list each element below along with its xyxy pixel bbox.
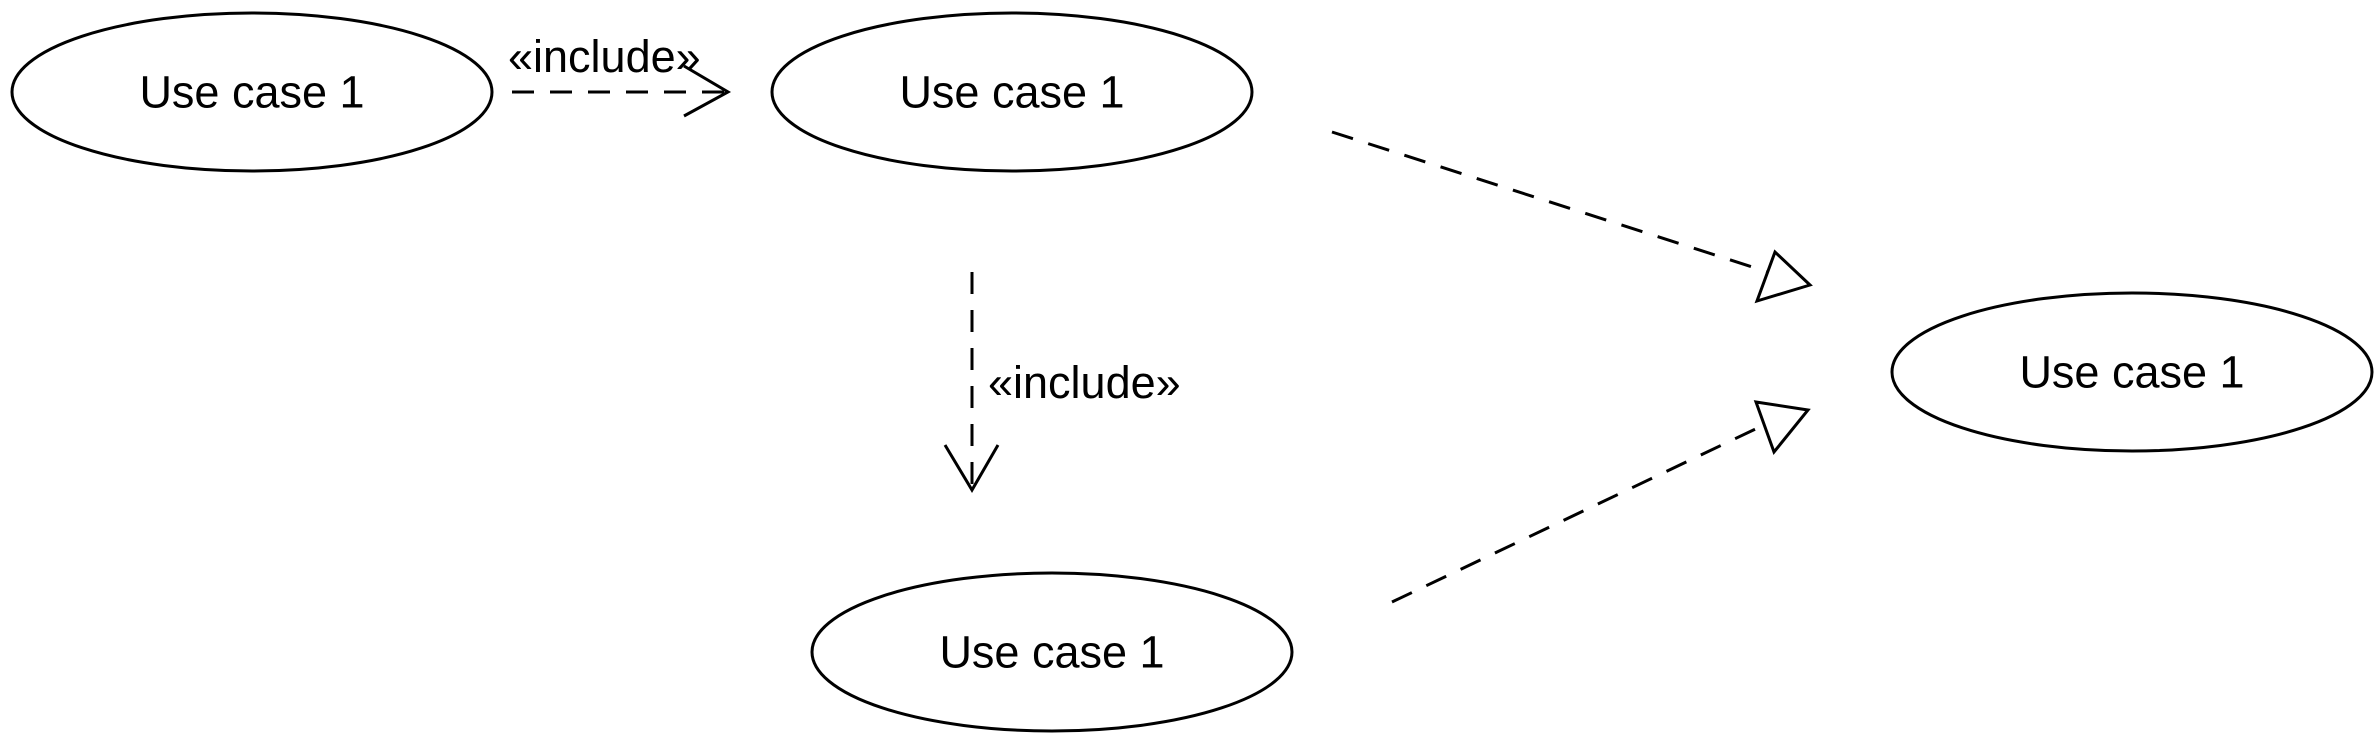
- include-relationship-vertical[interactable]: «include»: [943, 272, 1181, 493]
- generalization-relationship-lower[interactable]: [1391, 400, 1811, 604]
- generalization-triangle-arrowhead: [1753, 400, 1811, 456]
- use-case-right-label: Use case 1: [2019, 347, 2244, 398]
- use-case-top-middle-label: Use case 1: [899, 67, 1124, 118]
- use-case-right[interactable]: Use case 1: [1890, 291, 2374, 453]
- include-label-vertical: «include»: [988, 357, 1181, 408]
- open-arrowhead: [683, 64, 732, 118]
- use-case-bottom-middle-label: Use case 1: [939, 627, 1164, 678]
- use-case-right-shape: [1890, 291, 2374, 453]
- use-case-top-left-label: Use case 1: [139, 67, 364, 118]
- generalization-dashed-line: [1391, 422, 1767, 604]
- include-relationship-horizontal[interactable]: «include»: [508, 31, 732, 118]
- generalization-triangle-arrowhead: [1754, 249, 1813, 304]
- use-case-bottom-middle-shape: [810, 571, 1294, 733]
- use-case-bottom-middle[interactable]: Use case 1: [810, 571, 1294, 733]
- use-case-top-left-shape: [10, 11, 494, 173]
- use-case-top-left[interactable]: Use case 1: [10, 11, 494, 173]
- generalization-relationship-upper[interactable]: [1331, 130, 1813, 304]
- open-arrowhead: [943, 444, 1000, 493]
- generalization-dashed-line: [1331, 130, 1769, 274]
- include-label-horizontal: «include»: [508, 31, 701, 82]
- use-case-top-middle[interactable]: Use case 1: [770, 11, 1254, 173]
- use-case-top-middle-shape: [770, 11, 1254, 173]
